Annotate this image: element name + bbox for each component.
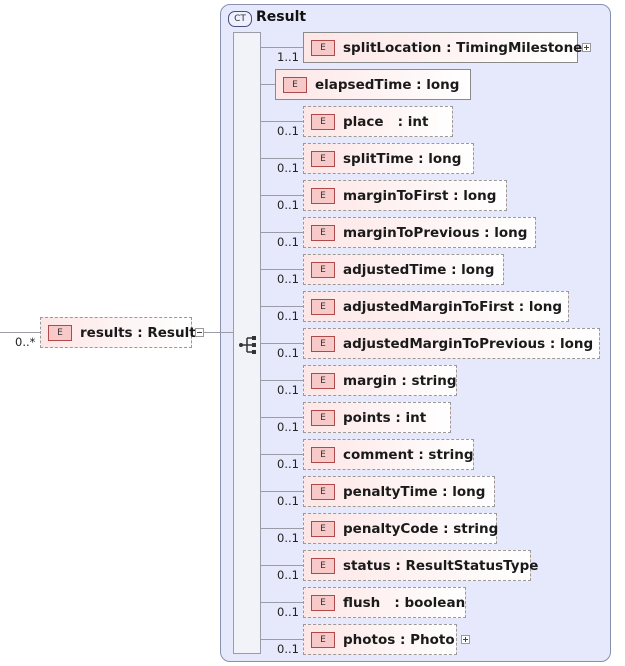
child-connector	[261, 528, 303, 529]
ct-connector	[220, 332, 234, 333]
root-cardinality: 0..*	[15, 335, 36, 349]
child-connector	[261, 343, 303, 344]
element-badge: E	[311, 409, 335, 426]
element-cardinality: 1..1	[277, 50, 299, 64]
child-connector	[261, 639, 303, 640]
element-cardinality: 0..1	[277, 346, 299, 360]
expand-icon[interactable]	[582, 43, 591, 52]
element-badge: E	[311, 298, 335, 315]
element-badge: E	[311, 372, 335, 389]
element-label: place : int	[343, 113, 429, 130]
element-badge: E	[311, 39, 335, 56]
element-cardinality: 0..1	[277, 124, 299, 138]
element-label: penaltyCode : string	[343, 520, 499, 537]
element-label: margin : string	[343, 372, 457, 389]
element-cardinality: 0..1	[277, 568, 299, 582]
element-label: marginToPrevious : long	[343, 224, 528, 241]
element-cardinality: 0..1	[277, 420, 299, 434]
child-connector	[261, 158, 303, 159]
element-label: points : int	[343, 409, 427, 426]
element-label: splitLocation : TimingMilestones	[343, 39, 591, 56]
element-label: marginToFirst : long	[343, 187, 497, 204]
complex-type-title: Result	[256, 9, 307, 25]
collapse-icon[interactable]	[195, 328, 204, 337]
element-cardinality: 0..1	[277, 531, 299, 545]
child-connector	[261, 417, 303, 418]
child-connector	[261, 491, 303, 492]
element-label: results : Result	[80, 324, 196, 341]
child-connector	[261, 565, 303, 566]
element-cardinality: 0..1	[277, 309, 299, 323]
element-label: adjustedTime : long	[343, 261, 495, 278]
element-badge: E	[48, 324, 72, 341]
element-badge: E	[283, 76, 307, 93]
root-connector-left	[0, 332, 40, 333]
element-badge: E	[311, 631, 335, 648]
element-label: status : ResultStatusType	[343, 557, 539, 574]
element-badge: E	[311, 520, 335, 537]
element-cardinality: 0..1	[277, 642, 299, 656]
child-connector	[261, 380, 303, 381]
child-connector	[261, 602, 303, 603]
child-connector	[261, 232, 303, 233]
element-label: flush : boolean	[343, 594, 466, 611]
element-label: adjustedMarginToPrevious : long	[343, 335, 594, 352]
element-badge: E	[311, 187, 335, 204]
child-connector	[261, 47, 303, 48]
element-label: elapsedTime : long	[315, 76, 460, 93]
element-badge: E	[311, 261, 335, 278]
element-cardinality: 0..1	[277, 605, 299, 619]
element-label: adjustedMarginToFirst : long	[343, 298, 563, 315]
element-badge: E	[311, 224, 335, 241]
element-label: photos : Photo	[343, 631, 455, 648]
expand-icon[interactable]	[461, 635, 470, 644]
element-cardinality: 0..1	[277, 272, 299, 286]
complex-type-badge: CT	[228, 11, 252, 27]
element-cardinality: 0..1	[277, 383, 299, 397]
child-connector	[261, 269, 303, 270]
element-badge: E	[311, 483, 335, 500]
element-label: comment : string	[343, 446, 474, 463]
element-badge: E	[311, 335, 335, 352]
root-connector-right	[204, 332, 220, 333]
element-badge: E	[311, 557, 335, 574]
element-label: penaltyTime : long	[343, 483, 486, 500]
element-cardinality: 0..1	[277, 198, 299, 212]
element-cardinality: 0..1	[277, 235, 299, 249]
child-connector	[261, 454, 303, 455]
child-connector	[261, 306, 303, 307]
element-cardinality: 0..1	[277, 457, 299, 471]
element-cardinality: 0..1	[277, 161, 299, 175]
child-connector	[261, 84, 275, 85]
root-element-results[interactable]: E results : Result	[40, 317, 196, 348]
element-label: splitTime : long	[343, 150, 462, 167]
element-badge: E	[311, 594, 335, 611]
element-cardinality: 0..1	[277, 494, 299, 508]
element-badge: E	[311, 113, 335, 130]
child-connector	[261, 195, 303, 196]
element-badge: E	[311, 150, 335, 167]
sequence-icon[interactable]	[238, 334, 260, 356]
child-connector	[261, 121, 303, 122]
element-badge: E	[311, 446, 335, 463]
